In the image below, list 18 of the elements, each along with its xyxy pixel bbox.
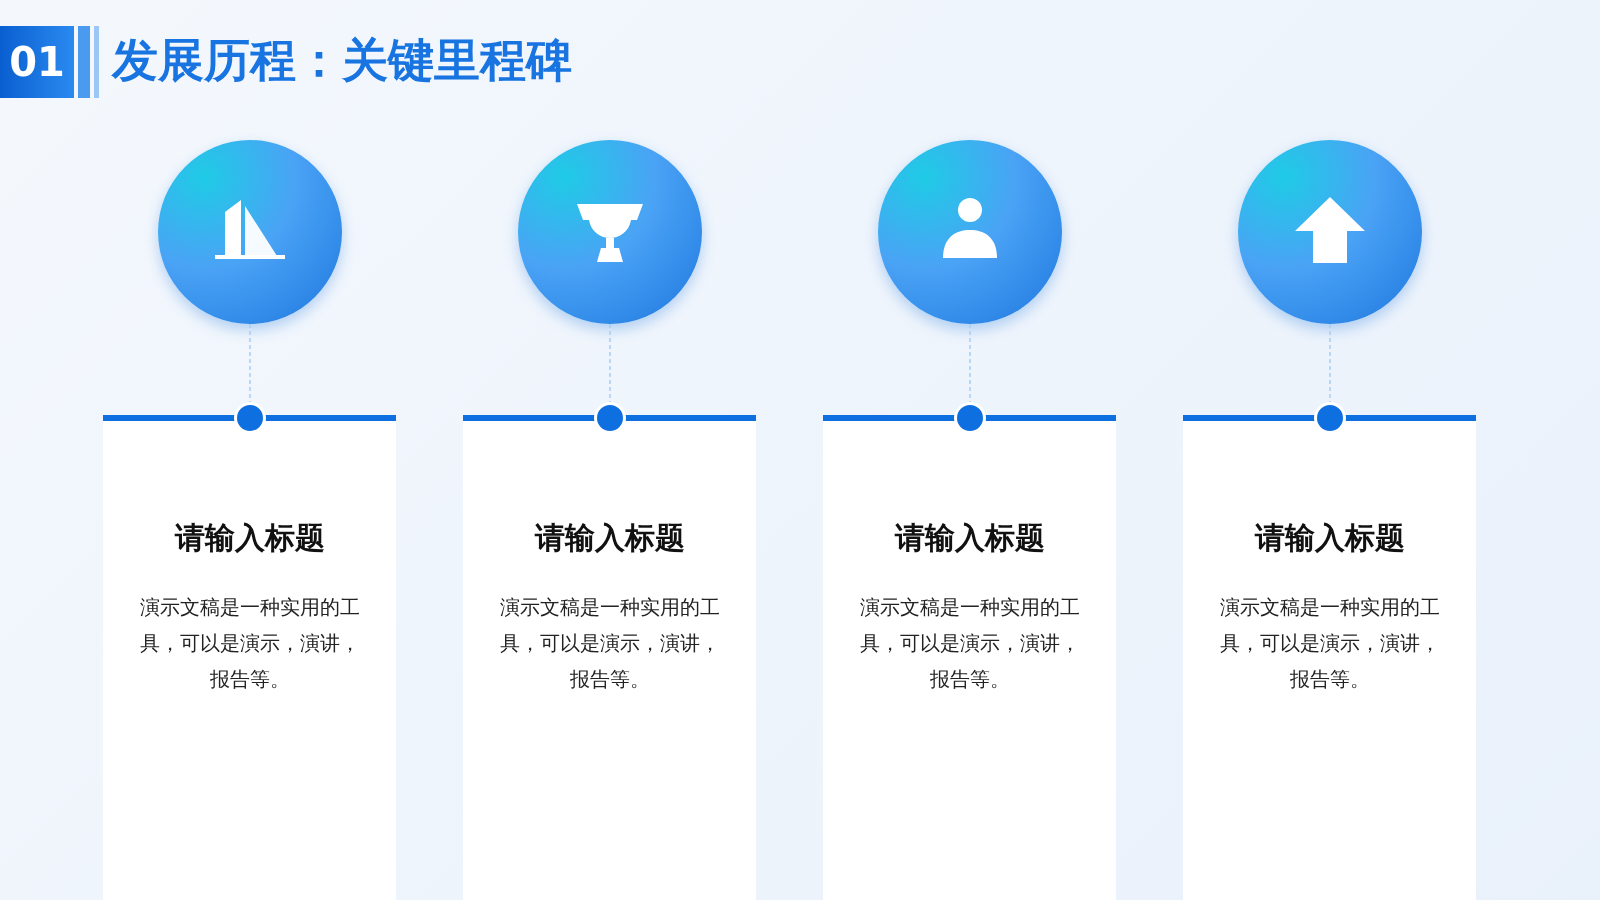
card-body: 演示文稿是一种实用的工具，可以是演示，演讲，报告等。 (859, 594, 1080, 693)
text-card (103, 418, 396, 900)
text-card (1183, 418, 1476, 900)
number-badge: 01 (0, 26, 74, 98)
card-body: 演示文稿是一种实用的工具，可以是演示，演讲，报告等。 (139, 594, 360, 693)
card-title: 请输入标题 (534, 519, 685, 557)
card-title: 请输入标题 (174, 519, 325, 557)
card-title: 请输入标题 (1254, 519, 1405, 557)
card-title: 请输入标题 (894, 519, 1045, 557)
connector-line (969, 323, 971, 403)
connector-line (609, 323, 611, 403)
connector-line (249, 323, 251, 403)
page-title: 发展历程：关键里程碑 (112, 32, 572, 89)
card-body: 演示文稿是一种实用的工具，可以是演示，演讲，报告等。 (499, 594, 720, 693)
connector-line (1329, 323, 1331, 403)
card-body: 演示文稿是一种实用的工具，可以是演示，演讲，报告等。 (1219, 594, 1440, 693)
text-card (463, 418, 756, 900)
text-card (823, 418, 1116, 900)
